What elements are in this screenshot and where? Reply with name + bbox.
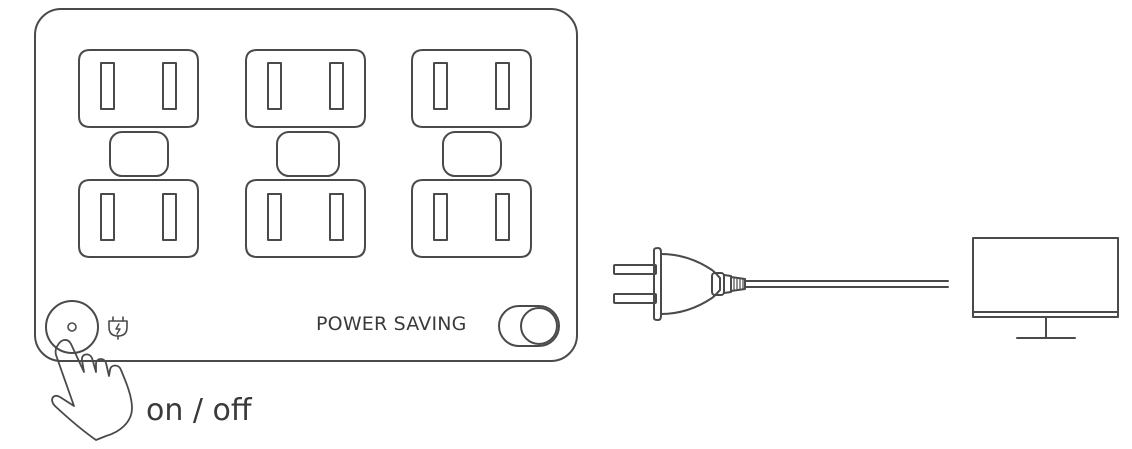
outlet-bottom-3 xyxy=(411,179,532,258)
power-button[interactable] xyxy=(45,300,99,354)
plug-power-icon xyxy=(108,316,128,340)
outlet-slot xyxy=(433,193,448,241)
ground-pad-1 xyxy=(109,131,169,177)
on-off-caption: on / off xyxy=(146,393,252,428)
outlet-group-3 xyxy=(411,49,532,258)
outlet-slot xyxy=(433,62,448,110)
outlet-slot xyxy=(329,62,344,110)
outlet-bottom-1 xyxy=(78,179,199,258)
power-plug-cord-icon xyxy=(613,247,949,321)
outlet-slot xyxy=(100,62,115,110)
outlet-slot xyxy=(162,193,177,241)
outlet-bottom-2 xyxy=(245,179,366,258)
outlet-top-2 xyxy=(245,49,366,128)
power-saving-label: POWER SAVING xyxy=(316,313,467,335)
outlet-slot xyxy=(495,62,510,110)
outlet-slot xyxy=(267,62,282,110)
ground-pad-2 xyxy=(276,131,340,177)
outlet-slot xyxy=(267,193,282,241)
monitor-icon xyxy=(972,237,1119,339)
power-saving-toggle[interactable] xyxy=(498,305,560,347)
outlet-group-2 xyxy=(245,49,366,258)
outlet-slot xyxy=(329,193,344,241)
outlet-top-1 xyxy=(78,49,199,128)
outlet-top-3 xyxy=(411,49,532,128)
outlet-group-1 xyxy=(78,49,199,258)
power-strip-body xyxy=(34,8,578,362)
outlet-slot xyxy=(495,193,510,241)
ground-pad-3 xyxy=(442,131,502,177)
outlet-slot xyxy=(162,62,177,110)
outlet-slot xyxy=(100,193,115,241)
pressing-hand-icon xyxy=(51,339,133,441)
